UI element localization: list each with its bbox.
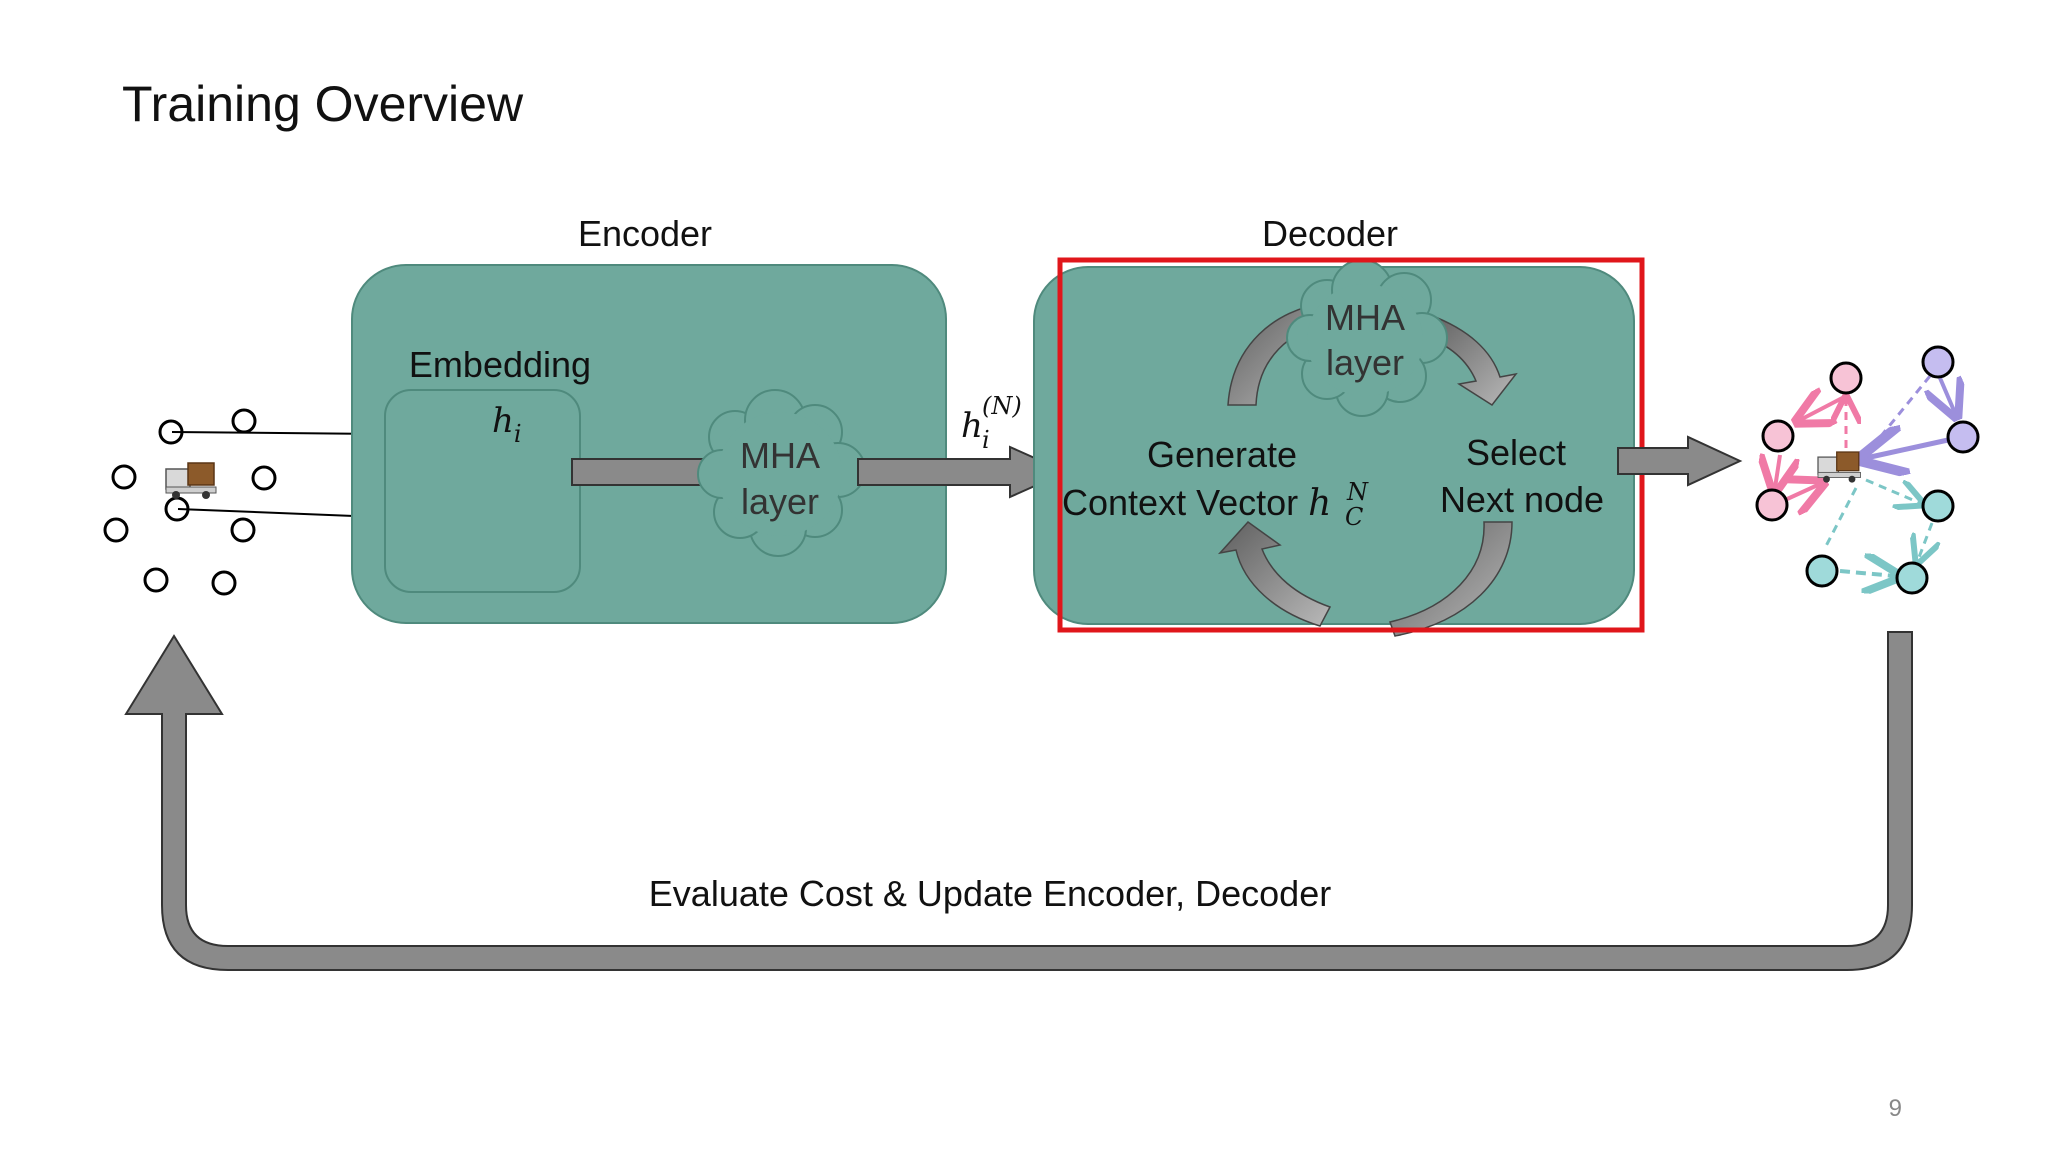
route-edge-purple bbox=[1866, 375, 1932, 453]
encoder-title: Encoder bbox=[578, 213, 712, 254]
input-node bbox=[103, 517, 129, 543]
route-edge-pink bbox=[1785, 484, 1820, 500]
decoder-mha-label: MHA bbox=[1325, 297, 1405, 338]
encoder-output-symbol: h bbox=[961, 406, 983, 446]
route-edge-cyan bbox=[1918, 522, 1932, 560]
slide-title: Training Overview bbox=[122, 76, 524, 132]
route-edge-cyan bbox=[1865, 478, 1920, 503]
route-edge-purple bbox=[1866, 440, 1949, 458]
cycle-arrow-bottom-right bbox=[1389, 521, 1513, 637]
embedding-h-symbol: hi bbox=[492, 401, 522, 448]
input-node bbox=[231, 408, 257, 434]
input-nodes bbox=[103, 408, 277, 596]
input-node bbox=[230, 517, 256, 543]
route-edge-cyan bbox=[1823, 487, 1858, 549]
input-node bbox=[211, 570, 237, 596]
encoder-mha-label: MHA bbox=[740, 435, 820, 476]
encoder-mha-cloud bbox=[697, 389, 866, 557]
input-node bbox=[143, 567, 169, 593]
context-vector-label: Context Vector h bbox=[1062, 482, 1331, 524]
generate-label: Generate bbox=[1147, 434, 1297, 475]
route-node-pink bbox=[1829, 361, 1863, 395]
route-edge-purple bbox=[1940, 378, 1955, 413]
truck-icon bbox=[1817, 451, 1861, 483]
cycle-arrow-bottom-left bbox=[1217, 520, 1332, 627]
decoder-title: Decoder bbox=[1262, 213, 1398, 254]
input-node bbox=[251, 465, 277, 491]
next-node-label: Next node bbox=[1440, 479, 1604, 520]
route-edge-cyan bbox=[1839, 571, 1895, 576]
context-vector-sub: C bbox=[1345, 503, 1363, 531]
route-node-cyan bbox=[1895, 561, 1929, 595]
route-edge-pink bbox=[1800, 395, 1849, 420]
route-node-cyan bbox=[1805, 554, 1839, 588]
truck-icon bbox=[165, 462, 217, 499]
encoder-output-sup: (N) bbox=[982, 392, 1022, 420]
route-node-pink bbox=[1755, 488, 1789, 522]
decoder-mha-cloud bbox=[1286, 259, 1448, 417]
route-node-cyan bbox=[1921, 489, 1955, 523]
context-vector-sup: N bbox=[1346, 478, 1369, 506]
route-edge-pink bbox=[1775, 455, 1780, 488]
route-node-pink bbox=[1761, 419, 1795, 453]
embedding-box bbox=[384, 389, 581, 593]
input-node bbox=[111, 464, 137, 490]
encoder-mha-label: layer bbox=[741, 481, 819, 522]
feedback-loop-arrow bbox=[124, 631, 1913, 971]
select-label: Select bbox=[1466, 432, 1566, 473]
output-route-graph bbox=[1755, 345, 1980, 595]
page-number: 9 bbox=[1889, 1095, 1902, 1122]
route-node-purple bbox=[1946, 420, 1980, 454]
feedback-label: Evaluate Cost & Update Encoder, Decoder bbox=[649, 873, 1331, 914]
embedding-label: Embedding bbox=[409, 344, 591, 385]
decoder-highlight-box bbox=[1057, 257, 1645, 633]
encoder-output-sub: i bbox=[982, 426, 990, 454]
decoder-mha-label: layer bbox=[1326, 342, 1404, 383]
route-node-purple bbox=[1921, 345, 1955, 379]
decoder-to-output-arrow bbox=[1617, 435, 1743, 487]
